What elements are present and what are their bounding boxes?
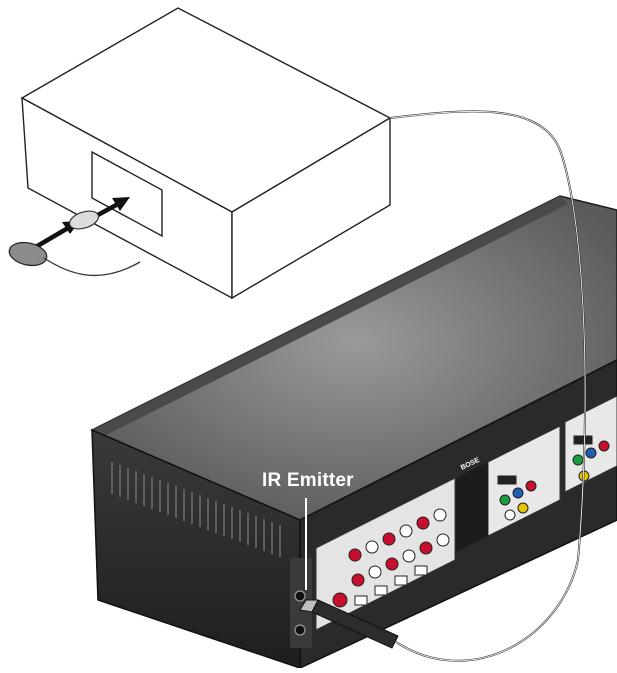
source-device-box [20, 7, 392, 300]
hdmi-component-jacks [497, 435, 610, 521]
audio-plug-icon [299, 599, 399, 649]
ir-emitter-icon [8, 241, 48, 267]
front-panel-window [91, 150, 163, 238]
vent-grille [111, 462, 281, 557]
ir-emitter-callout-label: IR Emitter [262, 470, 354, 491]
rear-connector-panel [315, 395, 617, 631]
ir-emitter-icon [68, 210, 100, 230]
arrow-right-icon [94, 197, 130, 218]
